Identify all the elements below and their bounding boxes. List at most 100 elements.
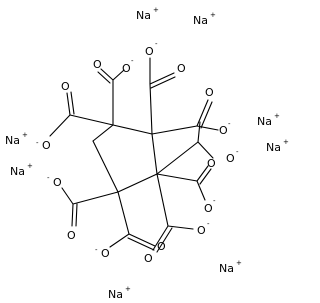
sodium-symbol: Na xyxy=(5,134,20,147)
oxygen-atom: O xyxy=(67,229,76,242)
oxygen-atom: O xyxy=(226,152,235,165)
single-bond xyxy=(117,191,130,235)
single-bond xyxy=(196,125,219,131)
oxygen-atom: O xyxy=(219,124,228,137)
single-bond xyxy=(196,180,206,201)
oxygen-atom: O xyxy=(53,176,62,189)
sodium-symbol: Na xyxy=(193,14,208,27)
negative-charge: - xyxy=(95,246,98,254)
cyclopentane-ring xyxy=(92,124,158,193)
single-bond xyxy=(156,173,198,182)
double-bond xyxy=(196,99,209,127)
single-bond xyxy=(69,114,114,126)
sodium-symbol: Na xyxy=(266,141,281,154)
sodium-ion: Na + xyxy=(10,162,33,178)
carboxylate-group: O O - xyxy=(151,86,231,137)
positive-charge: + xyxy=(210,11,216,19)
molecule-drawing: Na + Na + Na + Na + Na + Na + Na + Na + xyxy=(5,6,289,301)
positive-charge: + xyxy=(27,162,33,170)
double-bond xyxy=(127,237,155,251)
double-bond xyxy=(100,68,114,81)
double-bond xyxy=(199,168,212,185)
single-bond xyxy=(112,69,125,81)
double-bond xyxy=(150,76,176,89)
sodium-ion: Na + xyxy=(219,259,242,275)
oxygen-atom: O xyxy=(177,62,186,75)
structure-canvas: Na + Na + Na + Na + Na + Na + Na + Na + xyxy=(5,6,289,301)
negative-charge: - xyxy=(155,40,158,48)
oxygen-atom: O xyxy=(101,247,110,260)
sodium-symbol: Na xyxy=(136,9,151,22)
double-bond xyxy=(152,225,169,251)
single-bond xyxy=(167,225,194,230)
double-bond xyxy=(70,91,75,115)
sodium-symbol: Na xyxy=(108,288,123,301)
double-bond xyxy=(197,121,201,143)
oxygen-atom: O xyxy=(157,240,166,253)
ring-bond xyxy=(92,140,119,193)
oxygen-atom: O xyxy=(207,157,216,170)
double-bond xyxy=(156,227,173,253)
carboxylate-group: O - O xyxy=(47,174,119,242)
carboxylate-group: O O - xyxy=(36,80,114,152)
positive-charge: + xyxy=(153,6,159,14)
double-bond xyxy=(97,71,111,84)
negative-charge: - xyxy=(207,220,210,228)
carboxylate-group: O O - xyxy=(93,57,134,126)
single-bond xyxy=(61,187,74,205)
single-bond xyxy=(49,114,71,137)
carboxylate-groups: O O - O - O O O - xyxy=(36,40,239,265)
oxygen-atom: O xyxy=(145,45,154,58)
sodium-ion: Na + xyxy=(108,285,131,301)
oxygen-atom: O xyxy=(93,58,102,71)
carboxylate-group: O - O xyxy=(95,191,166,260)
negative-charge: - xyxy=(36,139,39,147)
double-bond xyxy=(149,72,175,85)
ring-bond xyxy=(112,124,153,135)
oxygen-atom: O xyxy=(122,62,131,75)
negative-charge: - xyxy=(131,57,134,65)
positive-charge: + xyxy=(236,259,242,267)
ring-bond xyxy=(92,124,114,142)
single-bond xyxy=(151,125,198,135)
double-bond xyxy=(200,101,213,129)
sodium-ions: Na + Na + Na + Na + Na + Na + Na + Na + xyxy=(5,6,289,301)
negative-charge: - xyxy=(236,148,239,156)
double-bond xyxy=(71,203,74,227)
oxygen-atom: O xyxy=(144,252,153,265)
oxygen-atom: O xyxy=(204,202,213,215)
sodium-ion: Na + xyxy=(257,112,280,128)
ring-bond xyxy=(151,133,158,175)
positive-charge: + xyxy=(274,112,280,120)
sodium-symbol: Na xyxy=(10,165,25,178)
oxygen-atom: O xyxy=(205,86,214,99)
single-bond xyxy=(109,233,130,248)
positive-charge: + xyxy=(125,285,131,293)
carboxylate-group: O - O xyxy=(145,40,186,135)
sodium-ion: Na + xyxy=(136,6,159,22)
sodium-symbol: Na xyxy=(219,262,234,275)
single-bond xyxy=(156,141,199,175)
single-bond xyxy=(72,191,119,205)
sodium-symbol: Na xyxy=(257,115,272,128)
carboxylate-group: O - O xyxy=(144,173,210,265)
sodium-ion: Na + xyxy=(266,138,289,154)
oxygen-atom: O xyxy=(61,80,70,93)
double-bond xyxy=(196,165,209,182)
sodium-ion: Na + xyxy=(5,131,28,147)
sodium-ion: Na + xyxy=(193,11,216,27)
carboxylate-group: O - xyxy=(156,121,239,175)
ring-bond xyxy=(117,173,158,193)
positive-charge: + xyxy=(22,131,28,139)
oxygen-atom: O xyxy=(197,224,206,237)
single-bond xyxy=(197,141,214,159)
single-bond xyxy=(156,173,169,227)
double-bond xyxy=(75,203,78,227)
negative-charge: - xyxy=(228,120,231,128)
oxygen-atom: O xyxy=(42,139,51,152)
negative-charge: - xyxy=(213,197,216,205)
double-bond xyxy=(128,233,156,247)
positive-charge: + xyxy=(283,138,289,146)
double-bond xyxy=(66,92,71,116)
carboxylate-group: O O - xyxy=(156,157,216,215)
